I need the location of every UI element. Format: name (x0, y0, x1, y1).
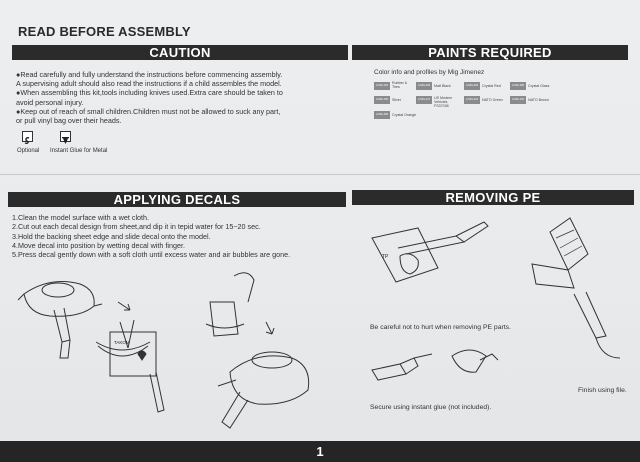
decal-step: 5.Press decal gently down with a soft cl… (12, 250, 342, 259)
caution-paragraph: ●Keep out of reach of small children.Chi… (16, 107, 346, 125)
caution-text: ●Read carefully and fully understand the… (16, 70, 346, 125)
page-number: 1 (0, 441, 640, 462)
paint-name: Silver (392, 98, 410, 102)
paint-name: Crystal Glass (528, 84, 554, 88)
paint-name: Crystal Red (482, 84, 506, 88)
page-title: READ BEFORE ASSEMBLY (18, 24, 191, 39)
decal-steps: 1.Clean the model surface with a wet clo… (12, 213, 342, 259)
glue-symbol-icon (60, 131, 71, 142)
pe-heading: REMOVING PE (352, 190, 634, 205)
pe-caption-file: Finish using file. (578, 387, 627, 394)
section-divider (0, 174, 640, 175)
paint-chip: A.MIG-094 (464, 82, 480, 90)
pe-illustration: TP (360, 208, 630, 384)
paint-name: NATO Green (482, 98, 506, 102)
pe-caption-remove: Be careful not to hurt when removing PE … (370, 324, 511, 331)
paint-name: Rubber & Tires (392, 81, 412, 89)
caution-heading: CAUTION (12, 45, 348, 60)
paint-name: US Modern Vehicles FS37038 (434, 96, 462, 108)
decals-heading: APPLYING DECALS (8, 192, 346, 207)
decal-step: 2.Cut out each decal design from sheet,a… (12, 222, 342, 231)
paint-name: Crystal Orange (392, 113, 418, 117)
svg-text:TP: TP (382, 254, 389, 260)
optional-label: Optional (17, 148, 39, 154)
optional-symbol-icon (22, 131, 33, 142)
decal-illustration: TAKOM (10, 262, 340, 440)
paint-chip: A.MIG-107 (416, 96, 432, 104)
paints-heading: PAINTS REQUIRED (352, 45, 628, 60)
caution-paragraph: ●When assembling this kit,tools includin… (16, 88, 346, 106)
paint-chip: A.MIG-195 (374, 96, 390, 104)
paint-chip: A.MIG-093 (374, 111, 390, 119)
pe-caption-glue: Secure using instant glue (not included)… (370, 404, 491, 411)
paint-chip: A.MIG-046 (416, 82, 432, 90)
decal-sheet-label: TAKOM (114, 340, 130, 345)
paints-intro: Color info and profiles by Mig Jimenez (374, 69, 484, 76)
paint-chip: A.MIG-104 (374, 82, 390, 90)
paint-chip: A.MIG-041 (464, 96, 480, 104)
decal-step: 4.Move decal into position by wetting de… (12, 241, 342, 250)
paint-name: NATO Brown (528, 98, 554, 102)
paint-chip: A.MIG-042 (510, 96, 526, 104)
paint-name: Matt Black (434, 84, 456, 88)
paint-chip: A.MIG-095 (510, 82, 526, 90)
glue-label: Instant Glue for Metal (50, 148, 107, 154)
caution-paragraph: ●Read carefully and fully understand the… (16, 70, 346, 88)
decal-step: 1.Clean the model surface with a wet clo… (12, 213, 342, 222)
decal-step: 3.Hold the backing sheet edge and slide … (12, 232, 342, 241)
